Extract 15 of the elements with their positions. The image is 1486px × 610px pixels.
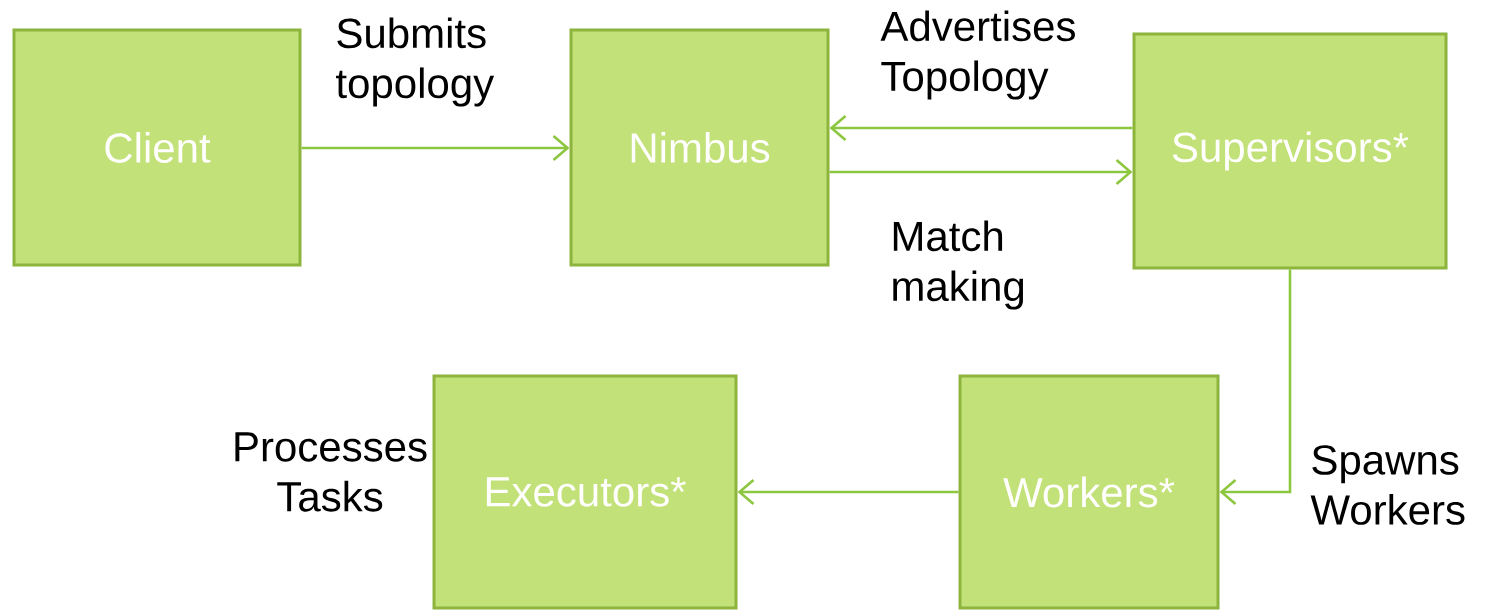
process-box: Nimbus xyxy=(569,28,830,267)
process-box: Workers* xyxy=(958,374,1220,610)
arrow xyxy=(829,115,1133,141)
process-box: Executors* xyxy=(432,374,738,610)
node-caption: Processes Tasks xyxy=(235,432,427,512)
edge-label: Submits topology xyxy=(336,17,495,107)
arrow xyxy=(737,479,959,505)
arrow xyxy=(1219,269,1292,505)
edge-label: Match making xyxy=(893,220,1024,310)
arrow xyxy=(301,135,570,161)
edge-label: Spawns Workers xyxy=(1310,445,1465,525)
process-box: Client xyxy=(12,28,302,267)
arrow xyxy=(829,159,1133,185)
edge-label: Advertises Topology xyxy=(880,10,1075,100)
process-box: Supervisors* xyxy=(1132,32,1448,270)
